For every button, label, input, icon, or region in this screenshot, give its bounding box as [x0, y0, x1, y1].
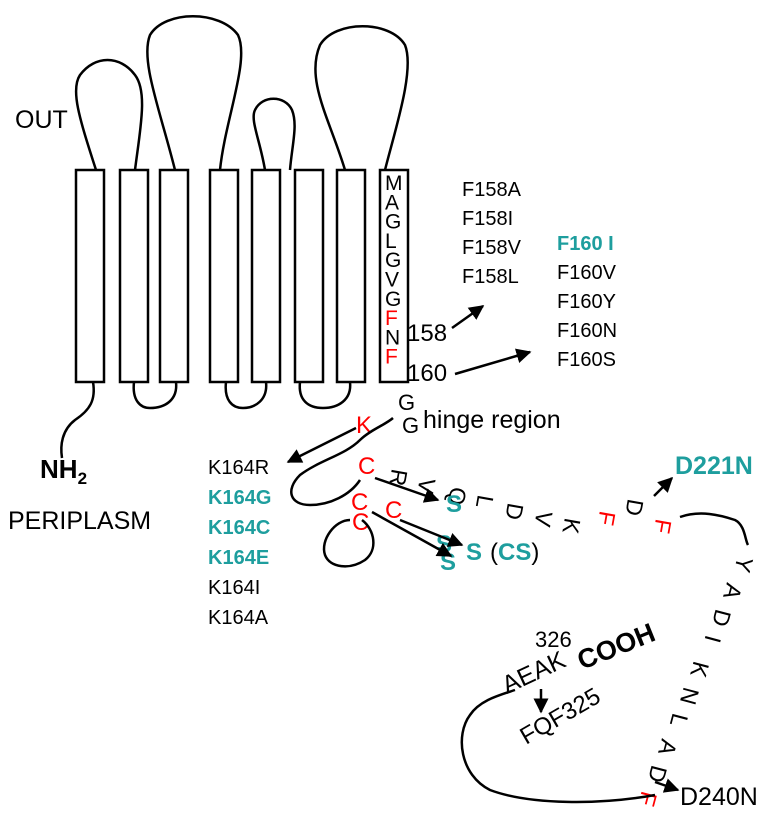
mutation-label: F158V	[462, 237, 522, 259]
mutation-label: K164C	[208, 517, 270, 539]
mutation-label: F160 I	[557, 233, 614, 255]
mutation-label: K164I	[208, 577, 260, 599]
d240n-label: D240N	[680, 783, 758, 811]
mutations-f160: F160 I F160V F160Y F160N F160S	[557, 233, 617, 371]
tail-residue: N	[675, 685, 704, 708]
tail-residue: D	[620, 497, 648, 518]
hinge-label: hinge region	[423, 406, 561, 434]
cs-label: (CS)	[490, 539, 539, 566]
chain-hinge-loop	[290, 417, 394, 507]
mutation-label: F158I	[462, 208, 513, 230]
serine-s-1: S	[446, 491, 462, 518]
tail-residue: Q	[443, 485, 472, 507]
helix-residue: G	[385, 288, 401, 311]
arrow-d221n	[653, 476, 674, 497]
mutation-label: K164G	[208, 487, 271, 509]
mutation-label: F160Y	[557, 291, 616, 313]
tm-helix-1	[74, 168, 106, 384]
mutations-k164: K164R K164G K164C K164E K164I K164A	[208, 457, 271, 629]
fqf325-label: FQF325	[516, 683, 606, 750]
tail-residue: V	[529, 509, 557, 529]
d221n-label: D221N	[675, 452, 753, 480]
nh2-label: NH2	[40, 454, 87, 488]
chain-cys-loop	[322, 518, 375, 568]
residue-number-158: 158	[407, 320, 447, 347]
n-terminus-tail	[60, 381, 95, 459]
arrow-d240n	[654, 778, 680, 793]
c-terminal-aeak: AEAK	[498, 646, 571, 700]
residue-number-160: 160	[407, 360, 447, 387]
helix-residue: F	[385, 307, 398, 330]
tail-residue: A	[653, 737, 682, 759]
mutation-label: F160V	[557, 262, 617, 284]
loop-in-3	[298, 381, 352, 410]
helix-residue: F	[385, 346, 398, 369]
loop-in-2	[224, 381, 268, 410]
arrow-f160	[454, 348, 532, 376]
tail-residue: F	[649, 517, 677, 535]
tail-residue: I	[700, 633, 727, 646]
tail-residue: L	[665, 711, 693, 730]
tm-helix-5	[250, 168, 282, 384]
mutation-label: K164E	[208, 547, 269, 569]
tm-helix-7	[335, 168, 367, 384]
helix-residue: G	[385, 211, 401, 234]
tail-residue: K	[685, 659, 714, 681]
helix-residue: G	[385, 249, 401, 272]
serine-s-4: S	[466, 539, 482, 566]
arrow-c-to-s3	[399, 518, 464, 547]
tm-helix-8	[378, 168, 410, 384]
tm-helix-6	[293, 168, 325, 384]
helix-residue: L	[385, 230, 397, 253]
hinge-residue-1: G	[398, 390, 415, 415]
mutation-label: F158L	[462, 266, 519, 288]
mutation-label: F160N	[557, 320, 617, 342]
hinge-residue-2: G	[402, 413, 419, 438]
loop-out-3	[252, 97, 296, 171]
mutation-label: K164R	[208, 457, 269, 479]
tail-residue: L	[471, 493, 499, 510]
helix-residue: V	[385, 269, 399, 292]
tail-residue: F	[634, 789, 663, 809]
loop-out-4	[314, 25, 409, 171]
mutation-label: F160S	[557, 349, 616, 371]
out-label: OUT	[15, 106, 68, 134]
chain-bottom-loop	[460, 688, 656, 804]
mutations-f158: F158A F158I F158V F158L	[462, 179, 522, 288]
tail-residue: K	[557, 516, 585, 536]
cooh-label: COOH	[573, 617, 659, 675]
residue-c-1: C	[358, 453, 375, 480]
tail-residue: A	[718, 581, 747, 603]
tm-helix-3	[158, 168, 190, 384]
tail-residue: Y	[729, 554, 758, 576]
arrow-f158	[451, 304, 485, 330]
tail-residue: D	[500, 501, 528, 522]
chain-tail-curve	[679, 512, 750, 546]
residue-c-2: C	[351, 489, 368, 516]
helix-residue: N	[385, 326, 400, 349]
arrow-c-to-s2	[371, 510, 453, 558]
arrow-c-to-s1	[374, 476, 440, 503]
residue-c-3: C	[385, 497, 402, 524]
mutation-label: K164A	[208, 607, 269, 629]
tm-helix-2	[118, 168, 150, 384]
tm-helix-4	[208, 168, 240, 384]
loop-out-1	[74, 58, 144, 171]
tail-residue: D	[707, 607, 736, 630]
helix-residue: M	[385, 172, 403, 195]
loop-in-1	[132, 381, 178, 410]
mutation-label: F158A	[462, 179, 522, 201]
arrow-k164	[286, 426, 357, 464]
helix-residue: A	[385, 191, 399, 214]
tail-residue: F	[593, 509, 621, 527]
loop-out-2	[146, 15, 243, 171]
periplasm-label: PERIPLASM	[8, 507, 151, 535]
residue-number-326: 326	[535, 627, 572, 652]
residue-c-4: C	[352, 509, 369, 536]
